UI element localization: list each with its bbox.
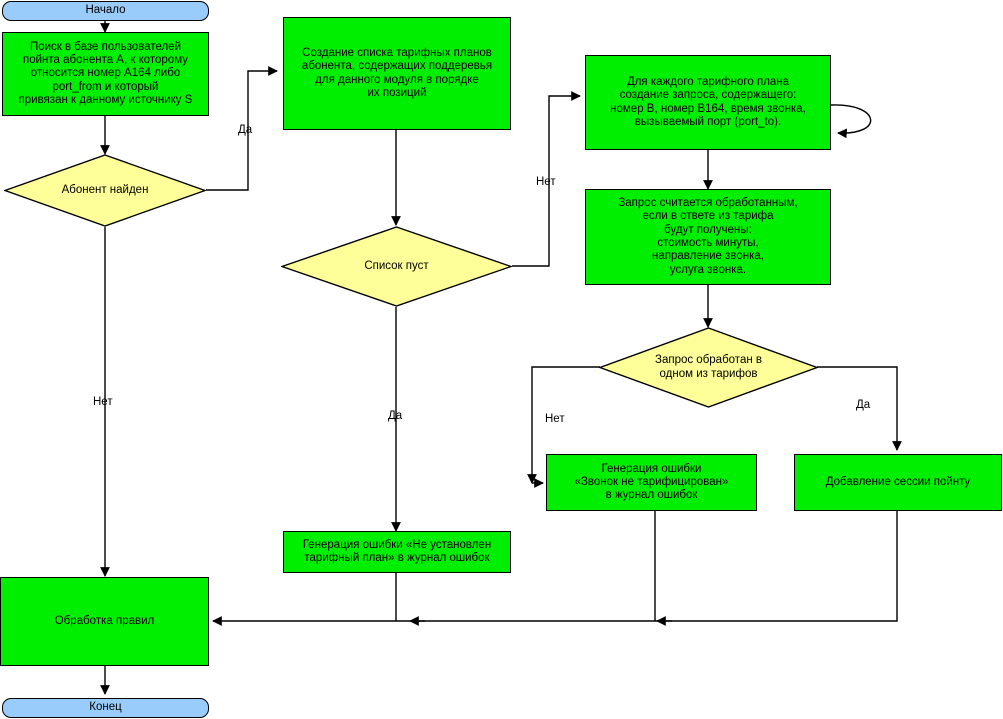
node-list-empty-label: Список пуст bbox=[364, 259, 429, 272]
node-request-processed-rule[interactable]: Запрос считается обработанным, если в от… bbox=[585, 189, 831, 285]
edge-label-processed-yes: Да bbox=[856, 399, 871, 411]
diamond-shape bbox=[4, 154, 206, 227]
node-error-no-tariff-plan[interactable]: Генерация ошибки «Не установлен тарифный… bbox=[283, 531, 511, 573]
node-subscriber-found-label: Абонент найден bbox=[61, 183, 149, 196]
node-create-request[interactable]: Для каждого тарифного плана создание зап… bbox=[585, 55, 831, 150]
node-rules-processing-label: Обработка правил bbox=[54, 614, 155, 627]
node-create-tariff-list-label: Создание списка тарифных планов абонента… bbox=[301, 46, 493, 99]
node-search-user[interactable]: Поиск в базе пользователей пойнта абонен… bbox=[2, 32, 209, 116]
edge-label-found-no: Нет bbox=[93, 396, 113, 408]
node-start[interactable]: Начало bbox=[2, 1, 209, 21]
node-create-tariff-list[interactable]: Создание списка тарифных планов абонента… bbox=[283, 17, 511, 130]
node-processed-in-tariff-label: Запрос обработан в одном из тарифов bbox=[655, 354, 762, 380]
node-processed-in-tariff[interactable]: Запрос обработан в одном из тарифов bbox=[599, 327, 818, 408]
diamond-shape bbox=[599, 327, 818, 408]
node-add-session[interactable]: Добавление сессии пойнту bbox=[794, 454, 1002, 511]
edge-label-found-yes: Да bbox=[238, 124, 253, 136]
node-error-no-tariff-plan-label: Генерация ошибки «Не установлен тарифный… bbox=[302, 538, 492, 564]
node-rules-processing[interactable]: Обработка правил bbox=[0, 577, 209, 666]
node-list-empty[interactable]: Список пуст bbox=[281, 226, 512, 307]
node-create-request-label: Для каждого тарифного плана создание зап… bbox=[610, 75, 806, 128]
edge-label-processed-no: Нет bbox=[545, 413, 565, 425]
node-request-processed-rule-label: Запрос считается обработанным, если в от… bbox=[618, 197, 798, 276]
diamond-shape bbox=[281, 226, 512, 307]
node-subscriber-found[interactable]: Абонент найден bbox=[4, 154, 206, 227]
node-add-session-label: Добавление сессии пойнту bbox=[825, 475, 971, 488]
node-error-not-tariffed[interactable]: Генерация ошибки «Звонок не тарифицирова… bbox=[546, 454, 757, 511]
edge-label-empty-no: Нет bbox=[536, 176, 556, 188]
edge-label-empty-yes: Да bbox=[388, 410, 403, 422]
edge-request-self-loop bbox=[830, 104, 872, 139]
node-end-label: Конец bbox=[89, 701, 122, 714]
node-end[interactable]: Конец bbox=[2, 698, 209, 718]
node-search-user-label: Поиск в базе пользователей пойнта абонен… bbox=[18, 40, 193, 106]
node-error-not-tariffed-label: Генерация ошибки «Звонок не тарифицирова… bbox=[574, 462, 729, 502]
node-start-label: Начало bbox=[85, 4, 126, 17]
